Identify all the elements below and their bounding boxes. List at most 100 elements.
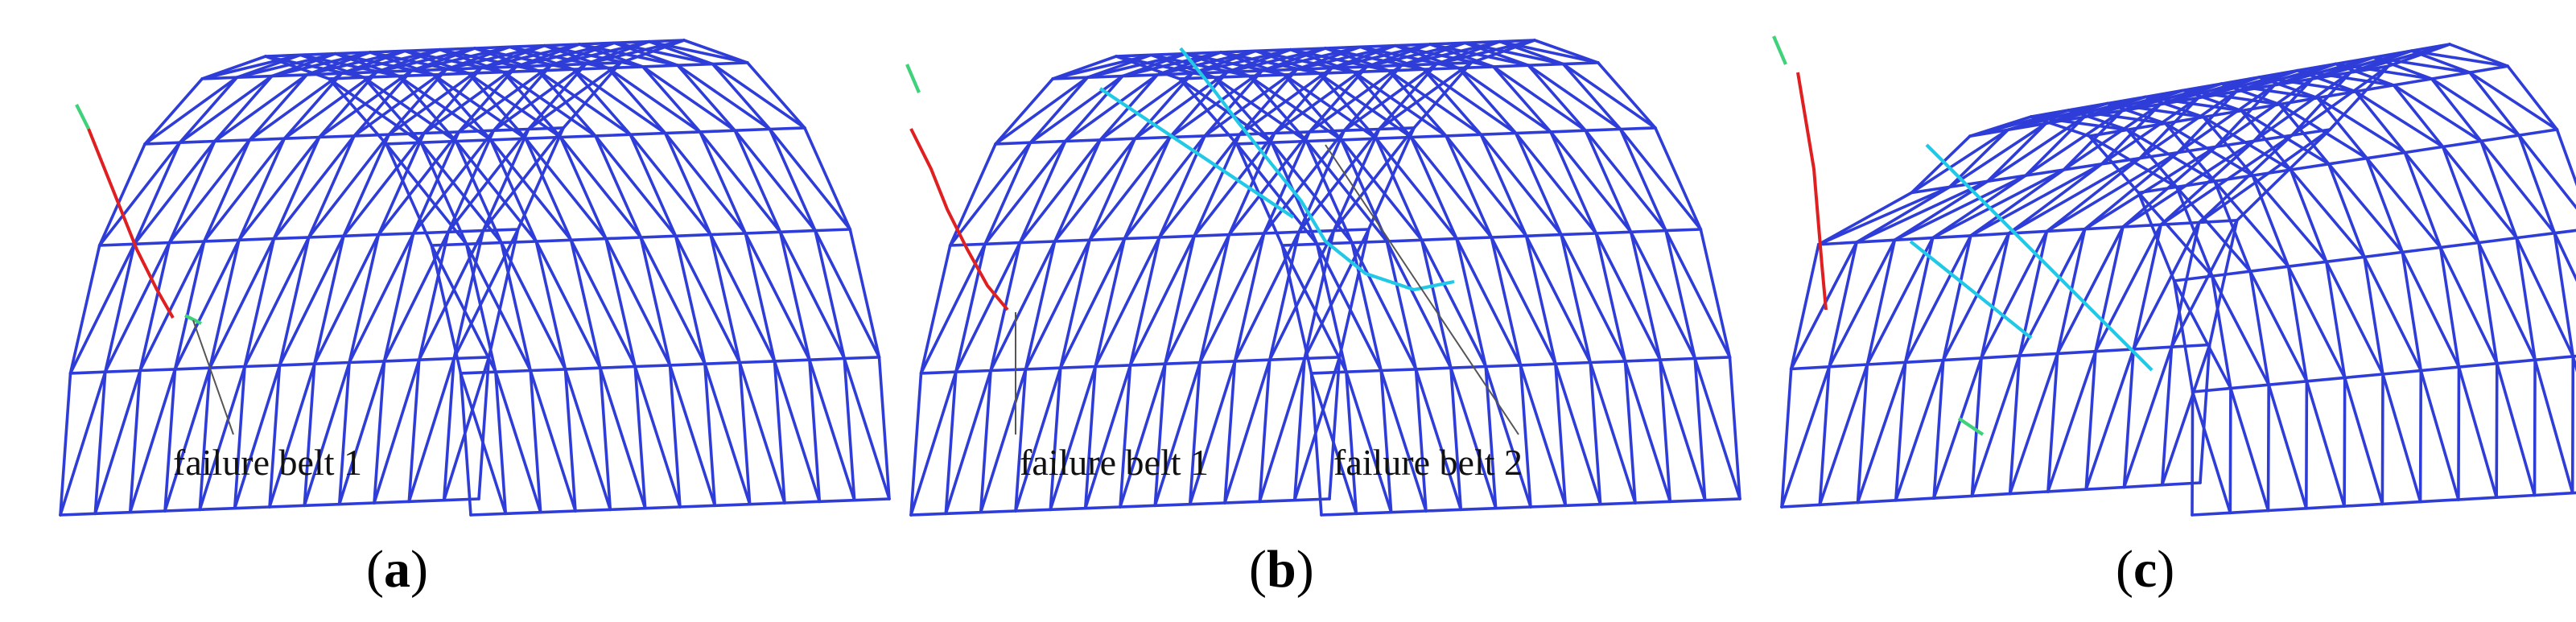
lattice-member [163,508,202,513]
lattice-member [1227,232,1266,237]
lattice-member [1903,358,1945,365]
lattice-member [2441,145,2518,240]
lattice-member [212,74,274,143]
lattice-member [2191,511,2232,517]
lattice-member [282,70,378,140]
lattice-member [1618,127,1667,233]
lattice-member [2207,218,2239,347]
lattice-member [1780,503,1822,509]
lattice-member [403,49,505,74]
lattice-member [2363,250,2405,259]
lattice-member [1561,61,1600,66]
lattice-member [594,134,678,238]
lattice-member [348,232,415,365]
lattice-member [2138,150,2180,160]
lattice-member [500,241,567,371]
lattice-member [2100,156,2141,166]
lattice-member [2182,89,2244,113]
lattice-member [1292,356,1306,502]
lattice-member [212,73,309,143]
lattice-member [1267,356,1306,362]
lattice-member [1589,360,1602,506]
lattice-member [464,242,497,374]
lattice-member [1484,365,1498,510]
lattice-member [1028,139,1067,144]
lattice-member [2143,95,2205,119]
lattice-member [989,368,1028,373]
lattice-member [2182,89,2281,106]
lattice-member [1865,238,1897,366]
lattice-member [711,62,772,131]
lattice-member [738,360,752,506]
lattice-member [59,512,97,517]
lattice-member [1455,237,1523,367]
lattice-member [1128,234,1196,367]
lattice-member [703,360,742,366]
lattice-member [198,365,246,512]
lattice-member [979,368,1028,514]
lattice-member [1304,138,1343,143]
lattice-member [808,358,822,504]
lattice-member [1491,65,1588,132]
lattice-member [128,368,177,514]
lattice-member [385,142,434,247]
lattice-member [948,141,1032,247]
lattice-member [994,77,1054,146]
lattice-member [2570,355,2575,495]
lattice-member [1524,234,1557,366]
lattice-member [748,501,786,506]
lattice-member [2008,490,2050,496]
lattice-member [442,356,491,502]
lattice-member [487,228,520,359]
lattice-member [2286,265,2309,383]
lattice-member [2403,150,2480,245]
lattice-member [877,356,891,500]
lattice-member [2172,274,2214,282]
leader-line-a1 [192,319,234,435]
lattice-member [1387,69,1483,136]
lattice-member [1083,365,1097,510]
lattice-member [2170,220,2201,349]
lattice-member [1063,74,1124,143]
lattice-member [431,72,470,76]
lattice-member [641,65,702,134]
lattice-member [2084,348,2136,492]
lattice-member [477,356,491,500]
lattice-member [1163,233,1231,366]
lattice-member [2515,231,2557,240]
lattice-member [1059,237,1127,370]
lattice-member [2327,156,2368,166]
lattice-member [1514,131,1563,237]
lattice-member [629,133,678,238]
lattice-member [2160,481,2202,487]
lattice-member [1387,69,1448,138]
lattice-member [2324,260,2347,380]
lattice-member [1449,366,1463,512]
lattice-member [1014,366,1062,513]
lattice-member [178,76,239,144]
lattice-member [143,141,182,146]
lattice-member [1932,356,1983,500]
lattice-member [1529,504,1568,509]
lattice-member [2170,343,2211,349]
lattice-member [668,364,682,509]
lattice-member [2419,369,2460,501]
lattice-member [167,240,206,245]
lattice-member [2018,227,2087,357]
lattice-member [639,234,678,239]
lattice-member [1188,360,1237,506]
lattice-member [1193,233,1231,238]
lattice-member [1297,129,1346,234]
lattice-member [1270,141,1354,245]
lattice-member [2289,168,2366,259]
lattice-member [699,129,737,134]
lattice-member [173,240,206,371]
lattice-member [1213,76,1309,143]
lattice-member [442,497,480,502]
lattice-member [1856,498,1898,505]
lattice-member [983,139,1067,246]
lattice-member [489,138,538,243]
lattice-member [1288,47,1391,72]
lattice-member [2430,77,2483,143]
lattice-member [641,65,737,132]
